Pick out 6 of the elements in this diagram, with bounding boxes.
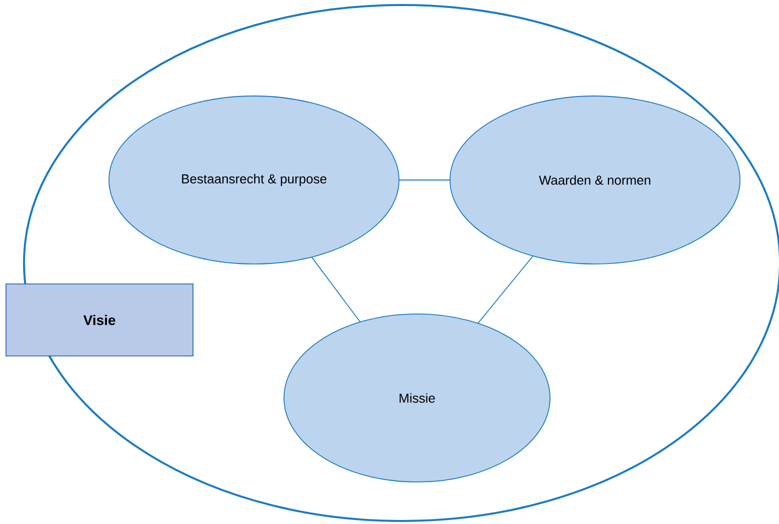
ellipse-node: Waarden & normen (450, 96, 740, 264)
ellipse-node: Missie (284, 314, 550, 482)
connector-line (311, 257, 360, 322)
label-box: Visie (6, 284, 194, 356)
ellipse-node: Bestaansrecht & purpose (108, 96, 400, 264)
connector-line (478, 256, 534, 324)
